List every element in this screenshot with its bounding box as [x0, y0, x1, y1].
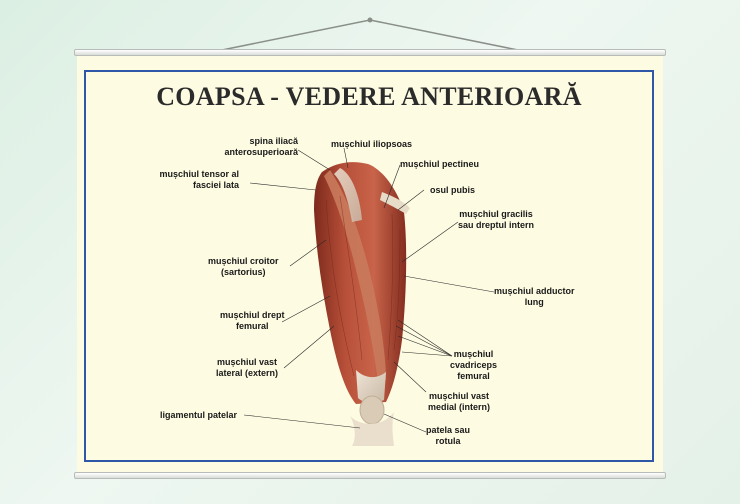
label-spina-iliaca: spina iliacă anterosuperioară	[224, 136, 298, 158]
label-tensor: mușchiul tensor al fasciei lata	[159, 169, 239, 191]
label-vast-lateral-line1: mușchiul vast	[216, 357, 278, 368]
label-iliopsoas-line1: mușchiul iliopsoas	[331, 139, 412, 150]
label-pectineu: mușchiul pectineu	[400, 159, 479, 170]
label-gracilis: mușchiul gracilis sau dreptul intern	[458, 209, 534, 231]
label-patela-line2: rotula	[426, 436, 470, 447]
label-vast-medial: mușchiul vast medial (intern)	[428, 391, 490, 413]
label-vast-lateral-line2: lateral (extern)	[216, 368, 278, 379]
label-drept-femural: mușchiul drept femural	[220, 310, 285, 332]
label-vast-medial-line1: mușchiul vast	[428, 391, 490, 402]
label-cvadriceps: mușchiul cvadriceps femural	[450, 349, 497, 382]
label-croitor-line1: mușchiul croitor	[208, 256, 279, 267]
label-adductor-line2: lung	[494, 297, 575, 308]
label-cvadriceps-line3: femural	[450, 371, 497, 382]
label-osul-pubis: osul pubis	[430, 185, 475, 196]
label-cvadriceps-line2: cvadriceps	[450, 360, 497, 371]
label-spina-iliaca-line2: anterosuperioară	[224, 147, 298, 158]
label-iliopsoas: mușchiul iliopsoas	[331, 139, 412, 150]
label-patela: patela sau rotula	[426, 425, 470, 447]
label-pectineu-line1: mușchiul pectineu	[400, 159, 479, 170]
label-vast-medial-line2: medial (intern)	[428, 402, 490, 413]
label-ligament-line1: ligamentul patelar	[160, 410, 237, 421]
label-ligament: ligamentul patelar	[160, 410, 237, 421]
label-adductor: mușchiul adductor lung	[494, 286, 575, 308]
label-drept-line1: mușchiul drept	[220, 310, 285, 321]
label-croitor: mușchiul croitor (sartorius)	[208, 256, 279, 278]
label-tensor-line1: mușchiul tensor al	[159, 169, 239, 180]
label-vast-lateral: mușchiul vast lateral (extern)	[216, 357, 278, 379]
label-cvadriceps-line1: mușchiul	[450, 349, 497, 360]
label-gracilis-line2: sau dreptul intern	[458, 220, 534, 231]
label-tensor-line2: fasciei lata	[159, 180, 239, 191]
label-spina-iliaca-line1: spina iliacă	[224, 136, 298, 147]
label-osul-pubis-line1: osul pubis	[430, 185, 475, 196]
label-croitor-line2: (sartorius)	[208, 267, 279, 278]
patella	[360, 396, 384, 424]
label-gracilis-line1: mușchiul gracilis	[458, 209, 534, 220]
label-patela-line1: patela sau	[426, 425, 470, 436]
label-adductor-line1: mușchiul adductor	[494, 286, 575, 297]
label-drept-line2: femural	[220, 321, 285, 332]
